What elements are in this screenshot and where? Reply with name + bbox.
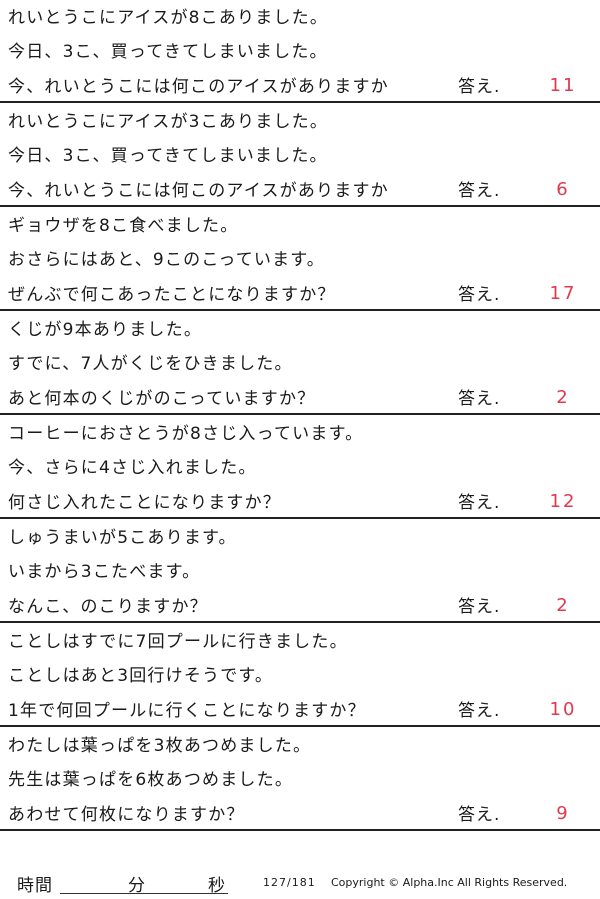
answer-value: 6 xyxy=(556,179,570,200)
answer-value: 9 xyxy=(556,803,570,824)
page-number: 127/181 xyxy=(263,876,316,889)
divider xyxy=(0,725,600,727)
minute-label: 分 xyxy=(128,876,145,896)
answer-value: 17 xyxy=(549,283,577,304)
divider xyxy=(0,517,600,519)
problem-question: なんこ、のこりますか？ xyxy=(8,597,208,617)
divider xyxy=(0,101,600,103)
problem: しゅうまいが5こあります。 いまから3こたべます。 なんこ、のこりますか？ 答え… xyxy=(0,520,600,624)
answer-value: 10 xyxy=(549,699,577,720)
problem-list: れいとうこにアイスが8こありました。 今日、3こ、買ってきてしまいました。 今、… xyxy=(0,0,600,832)
second-label: 秒 xyxy=(208,876,225,896)
footer: 時間 分 秒 127/181 Copyright © Alpha.Inc All… xyxy=(0,870,600,896)
answer-label: 答え. xyxy=(458,597,501,617)
problem-line: ことしはあと3回行けそうです。 xyxy=(8,666,274,686)
problem-line: くじが9本ありました。 xyxy=(8,320,203,340)
problem-line: れいとうこにアイスが3こありました。 xyxy=(8,112,329,132)
divider xyxy=(0,309,600,311)
problem-line: わたしは葉っぱを3枚あつめました。 xyxy=(8,736,312,756)
problem-line: 先生は葉っぱを6枚あつめました。 xyxy=(8,770,294,790)
problem-line: れいとうこにアイスが8こありました。 xyxy=(8,8,329,28)
divider xyxy=(0,413,600,415)
answer-value: 2 xyxy=(556,387,570,408)
answer-label: 答え. xyxy=(458,181,501,201)
answer-label: 答え. xyxy=(458,285,501,305)
answer-value: 12 xyxy=(549,491,577,512)
problem: わたしは葉っぱを3枚あつめました。 先生は葉っぱを6枚あつめました。 あわせて何… xyxy=(0,728,600,832)
problem-line: コーヒーにおさとうが8さじ入っています。 xyxy=(8,424,364,444)
problem: れいとうこにアイスが8こありました。 今日、3こ、買ってきてしまいました。 今、… xyxy=(0,0,600,104)
answer-value: 11 xyxy=(549,75,577,96)
problem-question: 1年で何回プールに行くことになりますか？ xyxy=(8,701,366,721)
problem: コーヒーにおさとうが8さじ入っています。 今、さらに4さじ入れました。 何さじ入… xyxy=(0,416,600,520)
problem-question: あと何本のくじがのこっていますか？ xyxy=(8,389,316,409)
divider xyxy=(0,621,600,623)
answer-label: 答え. xyxy=(458,389,501,409)
problem-line: ギョウザを8こ食べました。 xyxy=(8,216,239,236)
divider xyxy=(0,829,600,831)
copyright-text: Copyright © Alpha.Inc All Rights Reserve… xyxy=(331,876,568,889)
problem: ギョウザを8こ食べました。 おさらにはあと、9このこっています。 ぜんぶで何こあ… xyxy=(0,208,600,312)
answer-label: 答え. xyxy=(458,493,501,513)
problem-line: 今、さらに4さじ入れました。 xyxy=(8,458,257,478)
problem-line: すでに、7人がくじをひきました。 xyxy=(8,354,293,374)
problem-question: ぜんぶで何こあったことになりますか？ xyxy=(8,285,336,305)
problem: れいとうこにアイスが3こありました。 今日、3こ、買ってきてしまいました。 今、… xyxy=(0,104,600,208)
problem: ことしはすでに7回プールに行きました。 ことしはあと3回行けそうです。 1年で何… xyxy=(0,624,600,728)
divider xyxy=(0,205,600,207)
problem-line: しゅうまいが5こあります。 xyxy=(8,528,237,548)
problem: くじが9本ありました。 すでに、7人がくじをひきました。 あと何本のくじがのこっ… xyxy=(0,312,600,416)
time-underline xyxy=(60,893,228,894)
answer-label: 答え. xyxy=(458,701,501,721)
problem-line: いまから3こたべます。 xyxy=(8,562,201,582)
problem-question: 今、れいとうこには何このアイスがありますか xyxy=(8,181,389,201)
problem-line: ことしはすでに7回プールに行きました。 xyxy=(8,632,348,652)
problem-line: 今日、3こ、買ってきてしまいました。 xyxy=(8,42,328,62)
problem-question: あわせて何枚になりますか？ xyxy=(8,805,245,825)
answer-value: 2 xyxy=(556,595,570,616)
time-label: 時間 xyxy=(17,876,53,896)
problem-question: 何さじ入れたことになりますか？ xyxy=(8,493,281,513)
answer-label: 答え. xyxy=(458,805,501,825)
problem-line: おさらにはあと、9このこっています。 xyxy=(8,250,325,270)
problem-line: 今日、3こ、買ってきてしまいました。 xyxy=(8,146,328,166)
problem-question: 今、れいとうこには何このアイスがありますか xyxy=(8,77,389,97)
answer-label: 答え. xyxy=(458,77,501,97)
